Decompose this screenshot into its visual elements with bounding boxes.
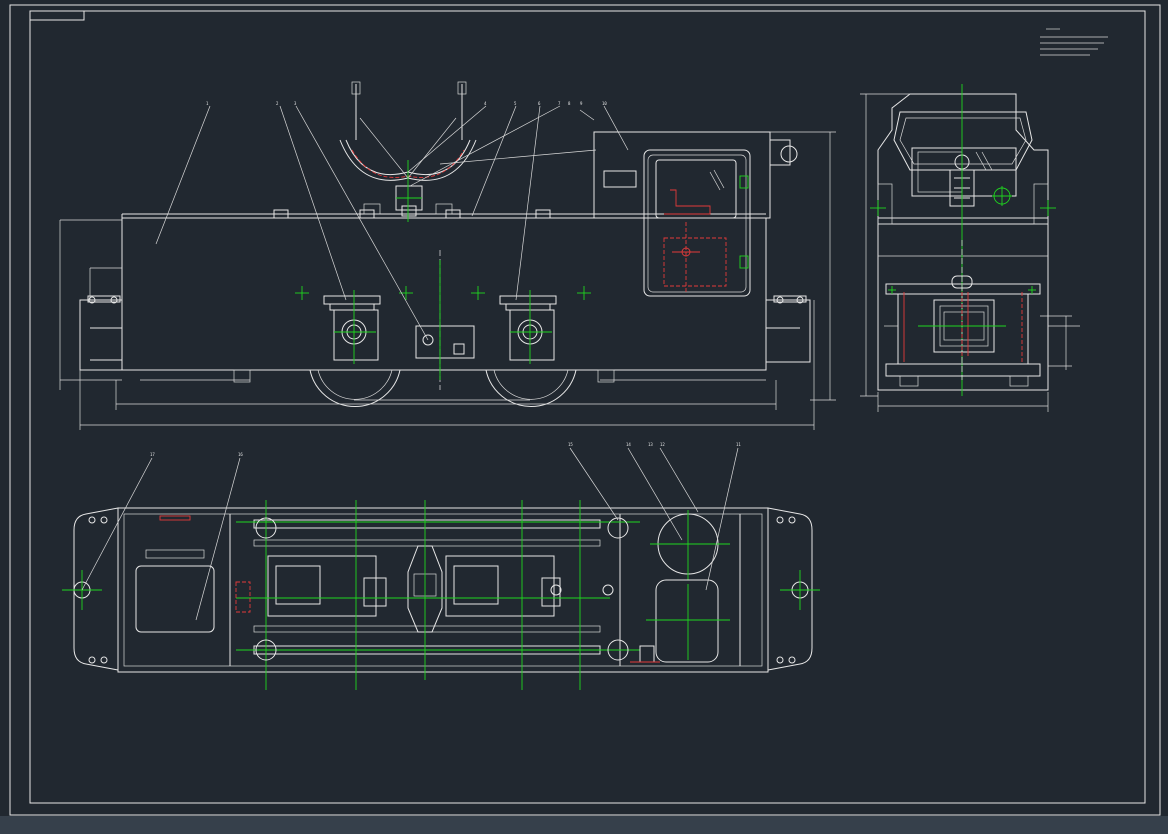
- sheet-outer-border: [9, 4, 1161, 816]
- front-dimensions: [59, 131, 836, 430]
- plan-battery-box: [135, 565, 215, 633]
- plan-controller: [655, 579, 719, 663]
- plan-motor-right: [445, 555, 555, 617]
- front-leaders: 1 2 3 4 5 6 7 8 9 10: [155, 101, 629, 341]
- current-collector: [339, 81, 477, 222]
- balloon-front-3: 3: [294, 101, 297, 106]
- balloon-front-8: 8: [568, 101, 571, 106]
- plan-center-coupling: [407, 545, 443, 633]
- axle-box-left: [323, 290, 381, 364]
- balloon-front-2: 2: [276, 101, 279, 106]
- locomotive-body: [121, 217, 767, 371]
- balloon-front-6: 6: [538, 101, 541, 106]
- sheet-inner-border: [29, 10, 1146, 804]
- balloon-front-1: 1: [206, 101, 209, 106]
- axle-box-right: [499, 290, 557, 364]
- balloon-front-5: 5: [514, 101, 517, 106]
- balloon-plan-14: 14: [626, 442, 631, 447]
- driver-cab: [593, 131, 771, 219]
- plan-end-right: [767, 507, 813, 671]
- wheel-left: [309, 369, 401, 407]
- plan-view: 17 16 15 14 13 12 11: [62, 442, 820, 690]
- balloon-front-4: 4: [484, 101, 487, 106]
- wheel-right: [485, 369, 577, 407]
- plan-end-left: [73, 507, 119, 671]
- bumper-left: [79, 299, 123, 371]
- balloon-plan-12: 12: [660, 442, 665, 447]
- headlight: [780, 145, 798, 163]
- sheet-corner-tag: [29, 10, 85, 21]
- balloon-plan-15: 15: [568, 442, 573, 447]
- balloon-plan-13: 13: [648, 442, 653, 447]
- plan-motor-left: [267, 555, 377, 617]
- status-bar: [0, 816, 1168, 834]
- balloon-front-7: 7: [558, 101, 561, 106]
- end-view: [860, 84, 1080, 412]
- center-coupler-box: [415, 325, 475, 359]
- front-elevation-view: 1 2 3 4 5 6 7 8 9 10: [59, 81, 836, 430]
- bumper-right: [765, 299, 811, 363]
- balloon-plan-16: 16: [238, 452, 243, 457]
- cab-door: [643, 149, 751, 297]
- technical-notes-block: [1040, 28, 1108, 56]
- balloon-front-9: 9: [580, 101, 583, 106]
- balloon-plan-17: 17: [150, 452, 155, 457]
- balloon-front-10: 10: [602, 101, 607, 106]
- plan-frame: [117, 507, 769, 673]
- end-view-outline: [877, 93, 1049, 391]
- cab-window: [655, 159, 737, 219]
- balloon-plan-11: 11: [736, 442, 741, 447]
